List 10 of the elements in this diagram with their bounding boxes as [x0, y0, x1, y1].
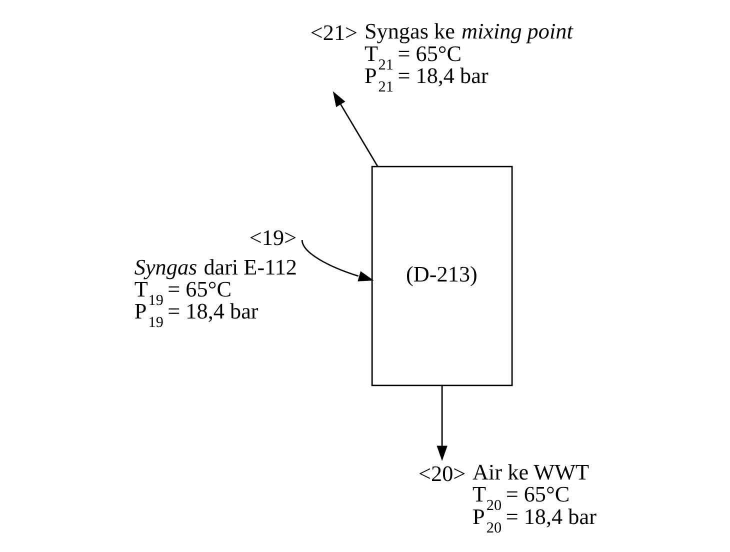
node-text: <21>	[310, 20, 358, 46]
arrow	[332, 91, 378, 167]
node-label: Syngas dari E-112	[134, 254, 297, 280]
node-label: Syngas ke mixing point	[364, 18, 572, 44]
arrow	[436, 386, 447, 462]
node-text: <20>	[418, 460, 466, 486]
node-box: (D-213)	[370, 166, 512, 386]
node-text: <19>	[248, 225, 296, 250]
node-label: Air ke WWT	[472, 459, 589, 484]
arrow	[300, 240, 374, 282]
